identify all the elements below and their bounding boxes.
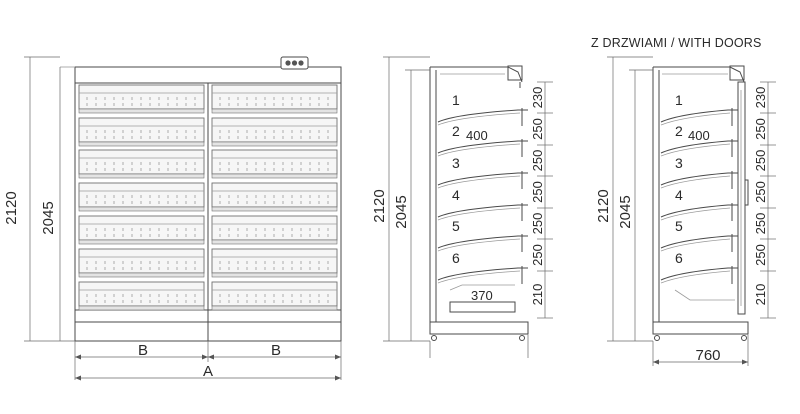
front-shelf	[211, 182, 338, 212]
shelf-number: 4	[675, 187, 683, 203]
shelf-number: 3	[675, 155, 683, 171]
shelf: 5	[660, 218, 738, 252]
doors-height-total-label: 2120	[595, 189, 612, 222]
shelf-spacing: 210	[753, 284, 768, 306]
shelf-number: 3	[452, 155, 460, 171]
doors-cabinet-back	[652, 67, 748, 335]
doors-depth-total-label: 760	[695, 347, 720, 364]
shelf-spacing: 230	[530, 87, 545, 109]
side-cabinet-back	[429, 67, 528, 335]
shelf-spacing: 250	[753, 213, 768, 235]
front-height-total-label: 2120	[3, 191, 20, 224]
front-shelf	[78, 215, 205, 245]
door-handle-icon	[745, 179, 749, 206]
side-view-with-doors: Z DRZWIAMI / WITH DOORS 1 2 3 4 5 6 2120 2045…	[591, 36, 776, 366]
shelf-number: 5	[452, 218, 460, 234]
shelf-number: 1	[452, 92, 460, 108]
shelf-spacing: 250	[530, 150, 545, 172]
module-width-label-left: B	[138, 342, 148, 359]
shelf: 1	[437, 92, 528, 126]
side-height-total-label: 2120	[371, 189, 388, 222]
module-width-label-right: B	[271, 342, 281, 359]
front-height-body-label: 2045	[40, 201, 57, 234]
doors-height-body-label: 2045	[617, 195, 634, 228]
shelf-number: 2	[452, 123, 460, 139]
shelf: 2	[660, 123, 738, 157]
doors-shelf-spacing-labels: 230 250 250 250 250 250 210	[753, 81, 776, 319]
shelf-spacing: 250	[753, 150, 768, 172]
shelf-spacing: 210	[530, 284, 545, 306]
total-width-label: A	[203, 363, 213, 380]
side-shelf-depth-label: 400	[466, 128, 488, 143]
shelf: 4	[660, 187, 738, 221]
side-shelves: 1 2 3 4 5 6	[437, 92, 528, 284]
front-shelves	[78, 84, 338, 311]
shelf-spacing: 250	[530, 118, 545, 140]
shelf-spacing: 250	[530, 213, 545, 235]
shelf-spacing: 250	[530, 181, 545, 203]
shelf-number: 5	[675, 218, 683, 234]
shelf-spacing: 250	[530, 244, 545, 266]
side-view: 1 2 3 4 5 6 2120 2045 230 250 250 250 250 250 210 4…	[371, 56, 553, 358]
front-shelf	[211, 149, 338, 179]
front-shelf	[211, 117, 338, 147]
shelf-number: 2	[675, 123, 683, 139]
with-doors-title: Z DRZWIAMI / WITH DOORS	[591, 36, 762, 50]
front-shelf	[78, 248, 205, 278]
front-shelf	[78, 117, 205, 147]
side-light-unit-icon	[507, 65, 523, 81]
doors-shelf-depth-label: 400	[688, 128, 710, 143]
front-shelf	[211, 248, 338, 278]
shelf: 1	[660, 92, 738, 126]
shelf: 4	[437, 187, 528, 221]
front-view: 2120 2045 B B A	[3, 56, 342, 381]
front-shelf	[211, 215, 338, 245]
shelf-number: 6	[675, 250, 683, 266]
shelf: 6	[437, 250, 528, 284]
shelf-number: 6	[452, 250, 460, 266]
shelf-spacing: 230	[753, 87, 768, 109]
shelf: 6	[660, 250, 738, 284]
glass-door	[737, 81, 746, 315]
front-shelf	[211, 281, 338, 311]
front-shelf	[78, 182, 205, 212]
shelf-number: 4	[452, 187, 460, 203]
shelf-number: 1	[675, 92, 683, 108]
front-shelf	[78, 84, 205, 114]
side-cabinet-canopy	[430, 66, 523, 83]
side-bottom-depth-label: 370	[471, 288, 493, 303]
front-shelf	[211, 84, 338, 114]
shelf: 3	[660, 155, 738, 189]
doors-light-unit-icon	[729, 65, 745, 81]
front-shelf	[78, 281, 205, 311]
shelf: 3	[437, 155, 528, 189]
front-shelf	[78, 149, 205, 179]
shelf-spacing: 250	[753, 244, 768, 266]
shelf: 5	[437, 218, 528, 252]
shelf: 2	[437, 123, 528, 157]
side-shelf-spacing-labels: 230 250 250 250 250 250 210	[530, 81, 553, 319]
shelf-spacing: 250	[753, 181, 768, 203]
control-unit-icon	[280, 56, 309, 70]
shelf-spacing: 250	[753, 118, 768, 140]
side-height-body-label: 2045	[393, 195, 410, 228]
doors-shelves: 1 2 3 4 5 6	[660, 92, 738, 284]
